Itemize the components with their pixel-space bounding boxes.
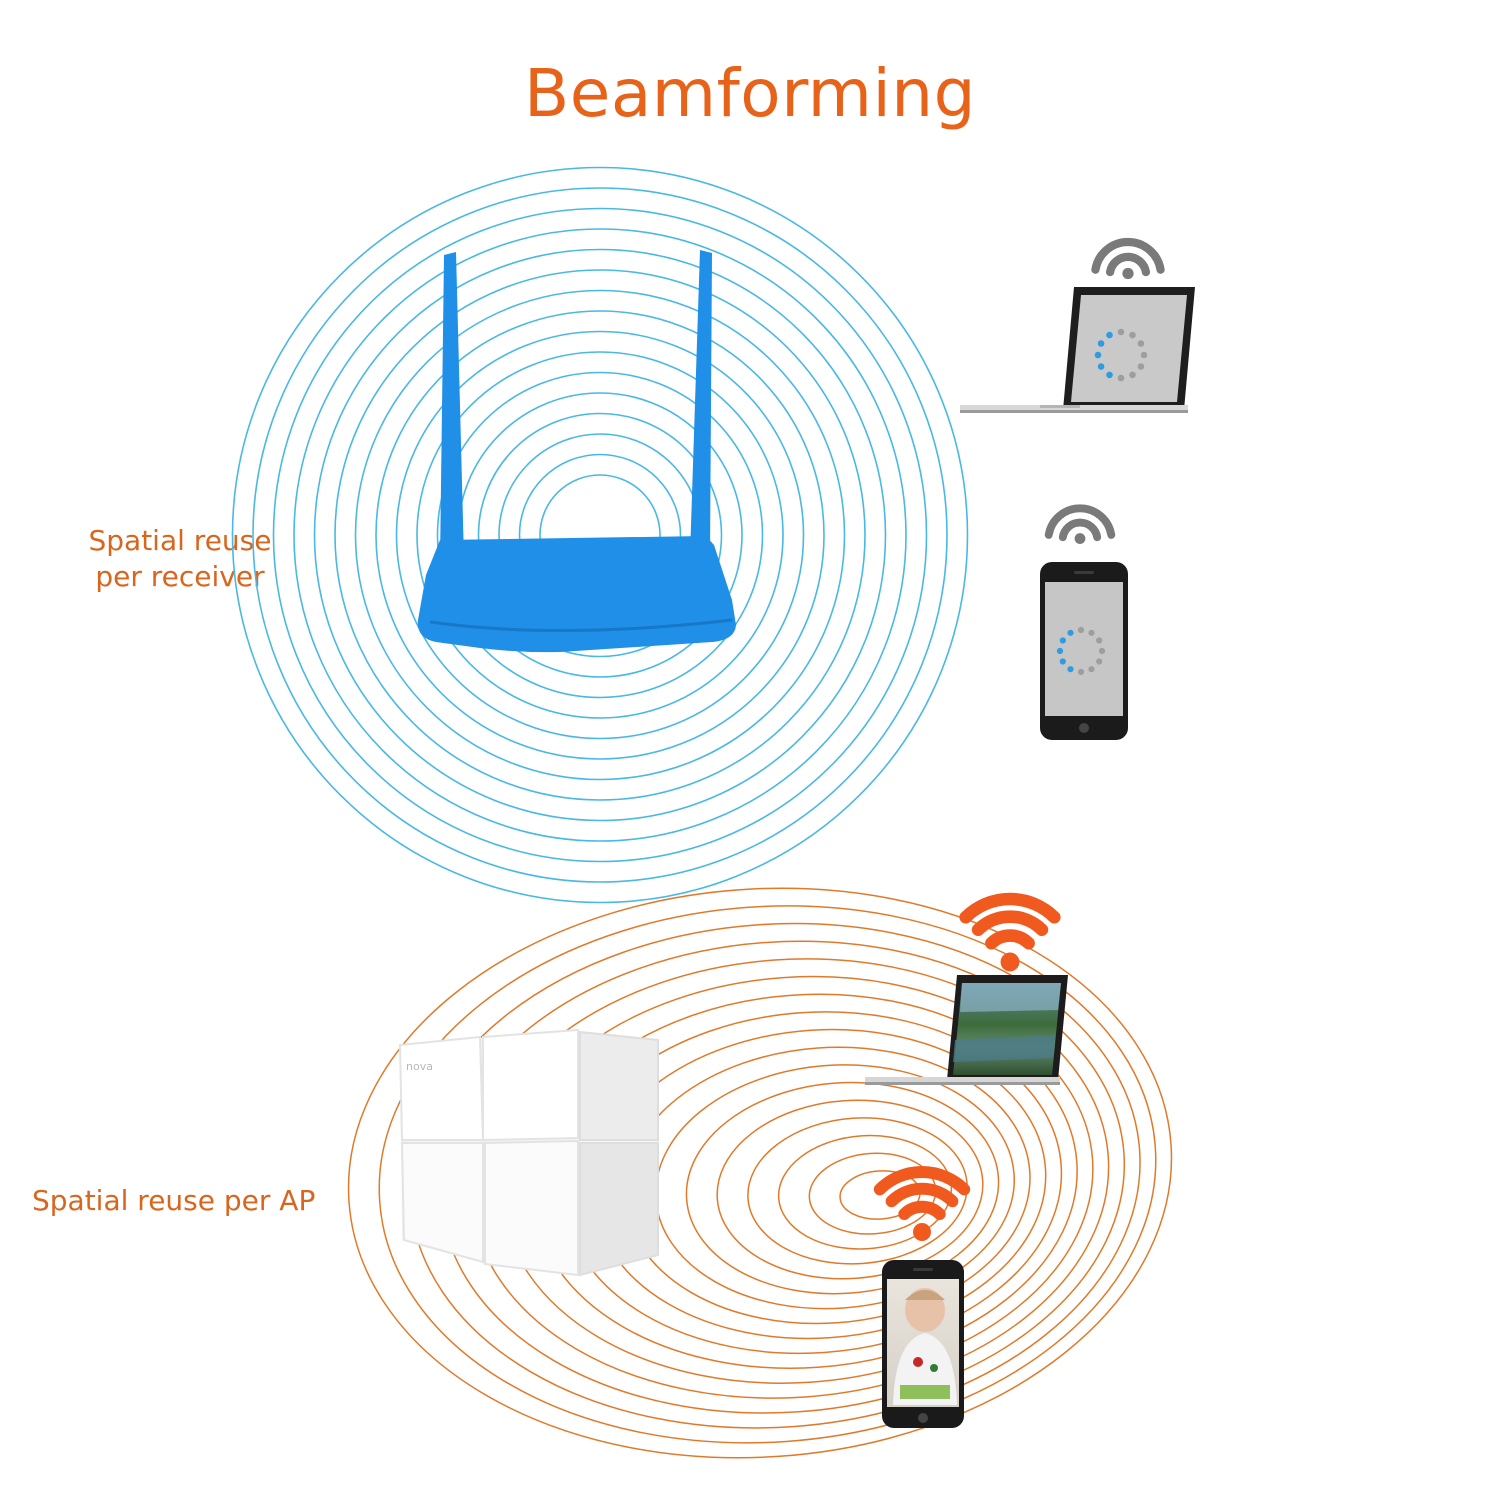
blue-signal-rings [231,166,969,904]
spinner-dot [1096,637,1103,644]
blue-ring [231,166,969,904]
blue-ring [313,248,887,822]
spinner-dot [1094,351,1102,359]
spinner-dot [1129,371,1136,379]
mesh-cube-icon: nova [398,1028,659,1277]
spinner-dot [1117,328,1125,336]
blue-ring [395,330,805,740]
label-line-1: Spatial reuse [88,524,272,557]
spinner-dot [1117,374,1125,382]
blue-ring [293,228,907,842]
blue-ring [334,269,866,801]
loading-spinner-icon [1094,328,1148,382]
wifi-icon [1044,237,1165,544]
router-icon [417,250,736,653]
wifi-icon [873,892,1061,1241]
orange-ring [747,1117,968,1265]
orange-ring [347,887,1173,1459]
spinner-dot [1088,666,1095,673]
wifi-icon [959,892,1061,972]
phone-icon [882,1260,964,1428]
blue-ring [416,351,784,719]
wifi-icon [1091,237,1165,280]
wifi-icon [873,1166,971,1241]
brand-logo: nova [406,1060,433,1073]
blue-ring [354,289,846,781]
spinner-dot [1140,351,1148,359]
orange-ring [378,905,1157,1444]
spinner-dot [1088,629,1095,636]
spinner-dot [1067,666,1074,673]
wifi-icon [1044,504,1116,544]
page-title: Beamforming [523,55,977,132]
blue-ring [375,310,825,760]
phone-icon [1040,562,1128,740]
blue-ring [477,412,723,658]
spinner-dot [1059,658,1066,665]
blue-ring [252,187,948,883]
loading-spinner-icon [1056,626,1106,676]
spinner-dot [1077,626,1085,634]
orange-ring [685,1081,1000,1295]
laptop-icon [960,287,1195,413]
spinner-dot [1096,658,1103,665]
spinner-dot [1097,340,1105,347]
blue-ring [436,371,764,699]
spinner-dot [1097,363,1105,370]
spinner-dot [1129,331,1136,339]
spinner-dot [1067,629,1074,636]
spinner-dot [1098,647,1106,655]
spinner-dot [1137,340,1145,347]
spinner-dot [1077,668,1085,676]
laptop-icon [865,975,1068,1085]
spinner-dot [1056,647,1064,655]
spinner-dot [1106,371,1113,379]
blue-ring [272,207,928,863]
spinner-dot [1137,363,1145,370]
spinner-dot [1106,331,1113,339]
label-spatial-reuse-per-ap: Spatial reuse per AP [32,1184,316,1217]
spinner-dot [1059,637,1066,644]
orange-ring [716,1099,984,1280]
